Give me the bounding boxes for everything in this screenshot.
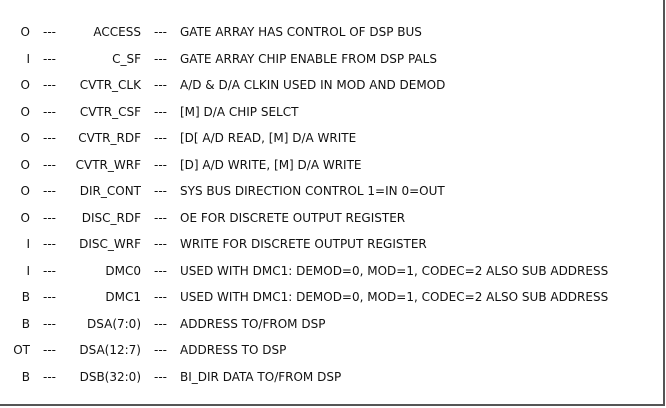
separator: --- bbox=[154, 263, 167, 278]
signal-row: B --- DSB(32:0) --- BI_DIR DATA TO/FROM DSP bbox=[0, 364, 660, 391]
signal-row: I --- C_SF --- GATE ARRAY CHIP ENABLE FROM D… bbox=[0, 46, 660, 73]
signal-row: B --- DSA(7:0) --- ADDRESS TO/FROM DSP bbox=[0, 311, 660, 338]
signal-description: BI_DIR DATA TO/FROM DSP bbox=[180, 369, 342, 384]
signal-row: O --- CVTR_RDF --- [D[ A/D READ, [M] D/A WRI… bbox=[0, 125, 660, 152]
signal-row: B --- DMC1 --- USED WITH DMC1: DEMOD=0, MOD=… bbox=[0, 284, 660, 311]
signal-direction: O bbox=[20, 184, 30, 198]
separator: --- bbox=[154, 290, 167, 304]
signal-description: [D] A/D WRITE, [M] D/A WRITE bbox=[180, 157, 362, 172]
separator: --- bbox=[154, 184, 167, 198]
signal-description: [D[ A/D READ, [M] D/A WRITE bbox=[180, 131, 357, 145]
separator: --- bbox=[154, 157, 167, 172]
signal-name: CVTR_RDF bbox=[78, 131, 141, 145]
signal-description: A/D & D/A CLKIN USED IN MOD AND DEMOD bbox=[180, 78, 446, 92]
signal-name: DMC0 bbox=[105, 263, 141, 278]
signal-direction: O bbox=[20, 104, 30, 119]
signal-direction: O bbox=[20, 78, 30, 92]
signal-name: DISC_RDF bbox=[81, 210, 141, 225]
signal-row: O --- ACCESS --- GATE ARRAY HAS CONTROL OF D… bbox=[0, 19, 660, 46]
signal-description: ADDRESS TO/FROM DSP bbox=[180, 316, 326, 331]
signal-name: CVTR_CLK bbox=[79, 78, 141, 92]
signal-row: I --- DISC_WRF --- WRITE FOR DISCRETE OUTPUT… bbox=[0, 231, 660, 258]
signal-name: DSB(32:0) bbox=[79, 369, 141, 384]
signal-row: O --- DIR_CONT --- SYS BUS DIRECTION CONTROL… bbox=[0, 178, 660, 205]
separator: --- bbox=[154, 25, 167, 39]
signal-name: C_SF bbox=[112, 51, 141, 66]
separator: --- bbox=[154, 104, 167, 119]
signal-description: WRITE FOR DISCRETE OUTPUT REGISTER bbox=[180, 237, 427, 251]
separator: --- bbox=[43, 237, 56, 251]
signal-row: OT --- DSA(12:7) --- ADDRESS TO DSP bbox=[0, 337, 660, 364]
separator: --- bbox=[43, 184, 56, 198]
signal-list: O --- ACCESS --- GATE ARRAY HAS CONTROL OF D… bbox=[0, 19, 660, 390]
signal-row: O --- CVTR_CLK --- A/D & D/A CLKIN USED IN M… bbox=[0, 72, 660, 99]
signal-description: OE FOR DISCRETE OUTPUT REGISTER bbox=[180, 210, 406, 225]
signal-direction: I bbox=[26, 263, 30, 278]
signal-description: ADDRESS TO DSP bbox=[180, 343, 287, 357]
signal-name: DSA(7:0) bbox=[87, 316, 141, 331]
signal-name: DMC1 bbox=[105, 290, 141, 304]
signal-row: O --- CVTR_CSF --- [M] D/A CHIP SELCT bbox=[0, 99, 660, 126]
signal-description: SYS BUS DIRECTION CONTROL 1=IN 0=OUT bbox=[180, 184, 445, 198]
signal-description: GATE ARRAY HAS CONTROL OF DSP BUS bbox=[180, 25, 422, 39]
separator: --- bbox=[43, 316, 56, 331]
signal-description: [M] D/A CHIP SELCT bbox=[180, 104, 299, 119]
signal-row: I --- DMC0 --- USED WITH DMC1: DEMOD=0, MOD=… bbox=[0, 258, 660, 285]
signal-description: USED WITH DMC1: DEMOD=0, MOD=1, CODEC=2 … bbox=[180, 263, 609, 278]
signal-direction: O bbox=[20, 25, 30, 39]
signal-direction: I bbox=[26, 237, 30, 251]
signal-description: GATE ARRAY CHIP ENABLE FROM DSP PALS bbox=[180, 51, 437, 66]
separator: --- bbox=[154, 316, 167, 331]
separator: --- bbox=[154, 237, 167, 251]
separator: --- bbox=[43, 343, 56, 357]
separator: --- bbox=[43, 78, 56, 92]
signal-description: USED WITH DMC1: DEMOD=0, MOD=1, CODEC=2 … bbox=[180, 290, 609, 304]
separator: --- bbox=[43, 369, 56, 384]
separator: --- bbox=[154, 343, 167, 357]
signal-name: ACCESS bbox=[93, 25, 141, 39]
signal-name: CVTR_CSF bbox=[79, 104, 141, 119]
separator: --- bbox=[43, 210, 56, 225]
separator: --- bbox=[43, 290, 56, 304]
separator: --- bbox=[43, 263, 56, 278]
signal-direction: I bbox=[26, 51, 30, 66]
signal-direction: O bbox=[20, 131, 30, 145]
signal-direction: B bbox=[21, 316, 30, 331]
signal-name: DISC_WRF bbox=[79, 237, 141, 251]
separator: --- bbox=[43, 51, 56, 66]
separator: --- bbox=[154, 131, 167, 145]
separator: --- bbox=[43, 104, 56, 119]
signal-row: O --- DISC_RDF --- OE FOR DISCRETE OUTPUT RE… bbox=[0, 205, 660, 232]
separator: --- bbox=[154, 78, 167, 92]
separator: --- bbox=[43, 131, 56, 145]
separator: --- bbox=[43, 157, 56, 172]
signal-name: CVTR_WRF bbox=[75, 157, 141, 172]
signal-direction: B bbox=[21, 290, 30, 304]
signal-direction: O bbox=[20, 157, 30, 172]
signal-direction: B bbox=[21, 369, 30, 384]
separator: --- bbox=[43, 25, 56, 39]
separator: --- bbox=[154, 369, 167, 384]
signal-direction: OT bbox=[13, 343, 30, 357]
signal-direction: O bbox=[20, 210, 30, 225]
separator: --- bbox=[154, 51, 167, 66]
signal-row: O --- CVTR_WRF --- [D] A/D WRITE, [M] D/A WR… bbox=[0, 152, 660, 179]
signal-name: DSA(12:7) bbox=[79, 343, 141, 357]
signal-name: DIR_CONT bbox=[79, 184, 141, 198]
separator: --- bbox=[154, 210, 167, 225]
